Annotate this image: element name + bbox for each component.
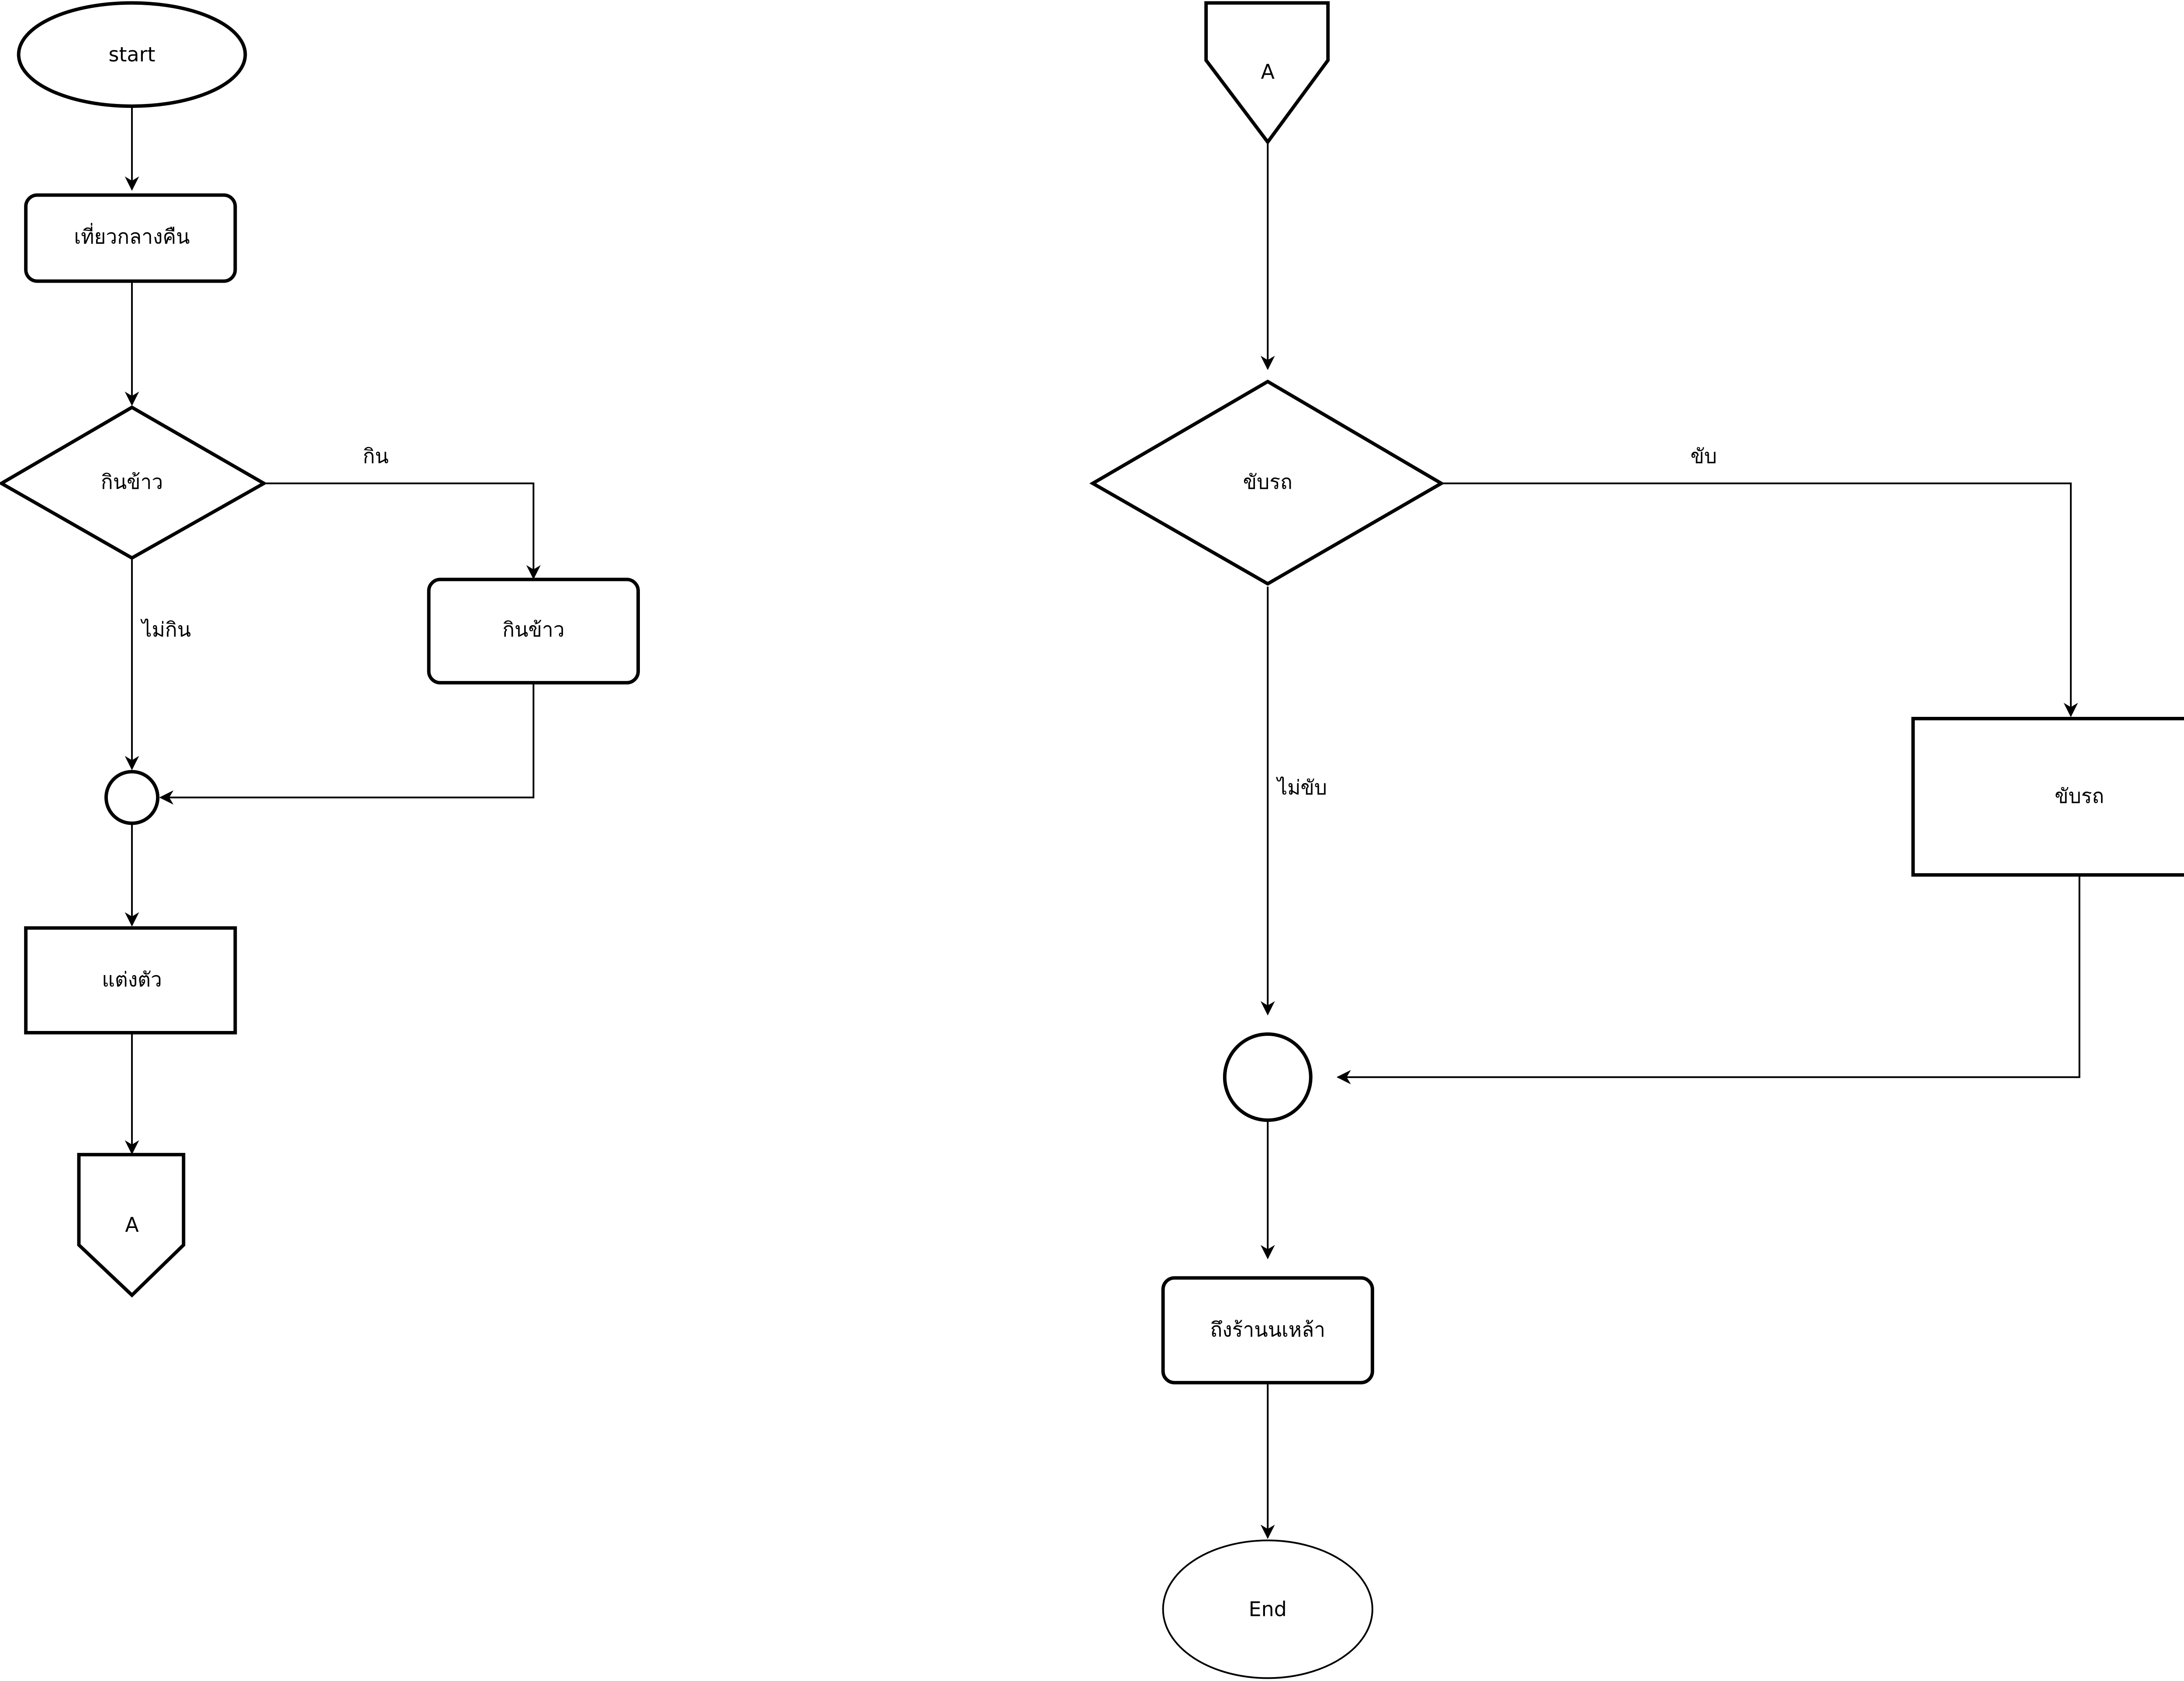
left-merge-connector[interactable] — [104, 770, 160, 825]
start-terminator[interactable]: start — [17, 1, 247, 108]
edge-eat-yes — [264, 482, 541, 580]
edge-label-not-eat: ไม่กิน — [140, 618, 191, 641]
edge-label-eat: กิน — [363, 444, 389, 468]
drive-process-label: ขับรถ — [2055, 784, 2104, 808]
edge-drive-yes — [1441, 482, 2078, 717]
arrive-bar-label: ถึงร้านนเหล้า — [1210, 1318, 1326, 1341]
drive-decision-label: ขับรถ — [1243, 470, 1292, 494]
arrive-bar-process[interactable]: ถึงร้านนเหล้า — [1161, 1276, 1374, 1384]
dress-up-process[interactable]: แต่งตัว — [24, 926, 237, 1034]
eat-decision-label: กินข้าว — [101, 470, 163, 494]
offpage-in-label: A — [1261, 60, 1275, 83]
eat-process-label: กินข้าว — [502, 618, 564, 641]
eat-decision[interactable]: กินข้าว — [0, 405, 268, 560]
drive-decision[interactable]: ขับรถ — [1089, 379, 1445, 586]
edge-drive-to-merge — [1336, 875, 2080, 1085]
eat-process[interactable]: กินข้าว — [427, 578, 640, 685]
night-out-process[interactable]: เที่ยวกลางคืน — [24, 193, 237, 283]
edge-eat-to-merge — [159, 682, 535, 805]
night-out-label: เที่ยวกลางคืน — [74, 223, 190, 249]
dress-up-label: แต่งตัว — [102, 968, 162, 991]
drive-process[interactable]: ขับรถ — [1911, 716, 2184, 877]
right-merge-connector[interactable] — [1223, 1032, 1313, 1122]
offpage-out-label: A — [125, 1213, 139, 1237]
end-label: End — [1249, 1598, 1287, 1621]
offpage-connector-in[interactable]: A — [1204, 1, 1330, 145]
end-terminator[interactable]: End — [1162, 1539, 1373, 1679]
edge-label-not-drive: ไม่ขับ — [1275, 775, 1327, 799]
edge-label-drive: ขับ — [1690, 444, 1717, 468]
start-label: start — [109, 43, 156, 66]
offpage-connector-out[interactable]: A — [77, 1153, 186, 1298]
